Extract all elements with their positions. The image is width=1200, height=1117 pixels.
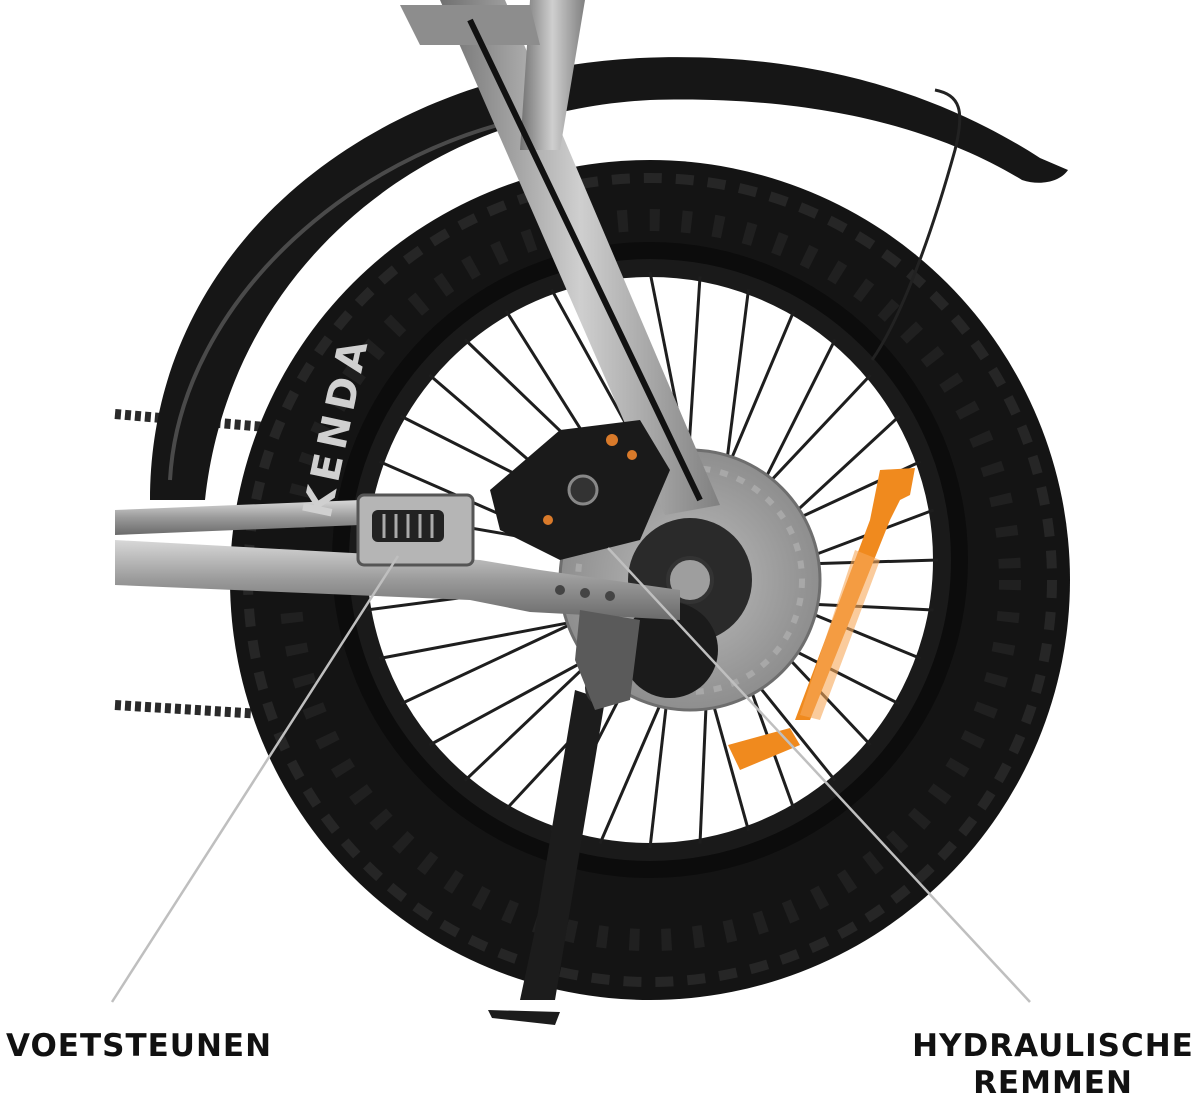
footrest — [356, 493, 475, 567]
hub-motor — [622, 602, 718, 698]
label-footrest: VOETSTEUNEN — [6, 1028, 273, 1064]
callout-line-footrest — [110, 555, 400, 1003]
label-brakes-line1: HYDRAULISCHE — [912, 1028, 1194, 1064]
callout-line-brakes — [607, 547, 1031, 1003]
reflector — [728, 468, 915, 770]
brake-caliper — [490, 420, 670, 560]
label-hydraulic-brakes: HYDRAULISCHE REMMEN — [906, 1028, 1200, 1102]
label-brakes-line2: REMMEN — [973, 1065, 1133, 1102]
derailleur — [575, 610, 640, 710]
fender-stay — [870, 88, 962, 361]
frame-chain-stay — [115, 500, 680, 620]
fender — [150, 57, 1068, 500]
frame-seat-stay — [400, 0, 720, 515]
callout-lines — [110, 547, 1031, 1003]
